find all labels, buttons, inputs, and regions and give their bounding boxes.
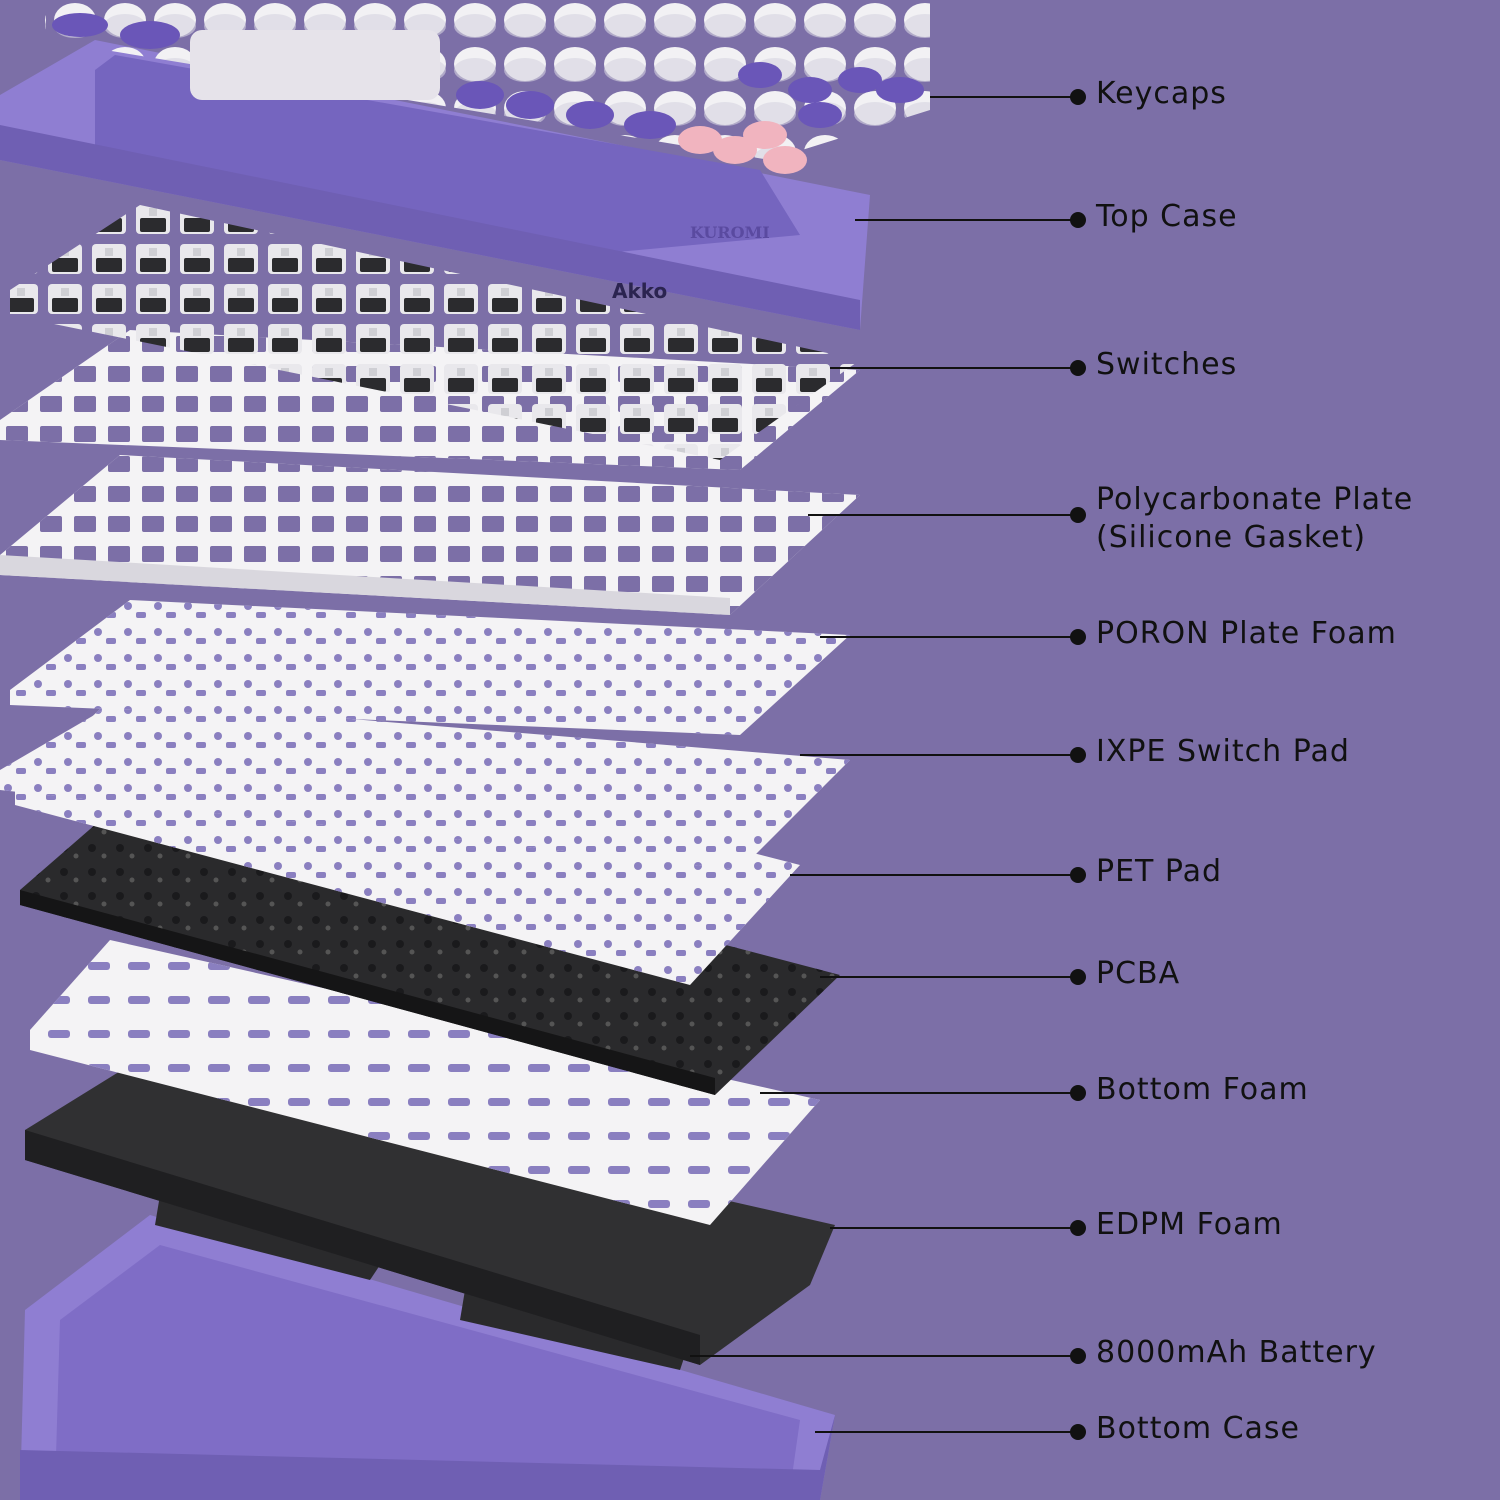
layer-label-text: PORON Plate Foam — [1096, 616, 1397, 651]
leader-dot — [1070, 1424, 1086, 1440]
layer-label-bottom-case: Bottom Case — [1096, 1410, 1300, 1448]
poron-foam-shape — [10, 600, 850, 735]
leader-dot — [1070, 507, 1086, 523]
switches-shape — [10, 205, 860, 460]
layer-label-pet-pad: PET Pad — [1096, 853, 1222, 891]
leader-dot — [1070, 1220, 1086, 1236]
leader-dot — [1070, 1085, 1086, 1101]
layer-label-text: 8000mAh Battery — [1096, 1335, 1377, 1370]
layer-label-text: IXPE Switch Pad — [1096, 734, 1350, 769]
leader-dot — [1070, 629, 1086, 645]
ixpe-pad-shape — [0, 700, 850, 870]
leader-line — [800, 754, 1078, 756]
layer-label-pcba: PCBA — [1096, 955, 1180, 993]
top-case-shape: Akko KUROMI — [0, 40, 870, 330]
layer-label-keycaps: Keycaps — [1096, 75, 1227, 113]
keycaps-shape — [45, 0, 930, 174]
leader-line — [830, 367, 1078, 369]
layer-label-text: PCBA — [1096, 956, 1181, 991]
edpm-foam-shape — [25, 1065, 835, 1365]
bottom-case-shape — [20, 1215, 835, 1500]
leader-dot — [1070, 212, 1086, 228]
leader-line — [820, 976, 1078, 978]
layer-label-battery: 8000mAh Battery — [1096, 1334, 1377, 1372]
bottom-foam-shape — [30, 940, 820, 1225]
layer-label-top-case: Top Case — [1096, 198, 1238, 236]
leader-line — [820, 636, 1078, 638]
case-logo-text: Akko — [612, 279, 667, 303]
layer-label-text: EDPM Foam — [1096, 1207, 1283, 1242]
pcba-shape — [20, 790, 840, 1095]
layer-label-text: Keycaps — [1096, 76, 1227, 111]
layer-label-edpm-foam: EDPM Foam — [1096, 1206, 1283, 1244]
layer-label-text: Bottom Case — [1096, 1411, 1300, 1446]
leader-dot — [1070, 1348, 1086, 1364]
layer-label-text: Top Case — [1096, 199, 1238, 234]
layer-label-ixpe-pad: IXPE Switch Pad — [1096, 733, 1350, 771]
leader-line — [855, 219, 1078, 221]
layer-label-text: Bottom Foam — [1096, 1072, 1309, 1107]
leader-dot — [1070, 867, 1086, 883]
leader-dot — [1070, 747, 1086, 763]
leader-dot — [1070, 360, 1086, 376]
layer-label-switches: Switches — [1096, 346, 1237, 384]
layer-label-text-line2: (Silicone Gasket) — [1096, 520, 1367, 555]
leader-line — [760, 1092, 1078, 1094]
pc-plate-shape — [0, 455, 860, 615]
leader-line — [815, 1431, 1078, 1433]
layer-label-text: Switches — [1096, 347, 1238, 382]
layer-label-bottom-foam: Bottom Foam — [1096, 1071, 1309, 1109]
case-print-text: KUROMI — [690, 223, 770, 242]
leader-line — [930, 96, 1078, 98]
leader-line — [830, 1227, 1078, 1229]
layer-label-text: PET Pad — [1096, 854, 1223, 889]
leader-line — [690, 1355, 1078, 1357]
leader-line — [808, 514, 1078, 516]
layer-label-pc-plate: Polycarbonate Plate(Silicone Gasket) — [1096, 481, 1413, 557]
layer-label-text: Polycarbonate Plate — [1096, 482, 1414, 517]
layer-label-poron-foam: PORON Plate Foam — [1096, 615, 1397, 653]
leader-dot — [1070, 89, 1086, 105]
leader-dot — [1070, 969, 1086, 985]
leader-line — [790, 874, 1078, 876]
